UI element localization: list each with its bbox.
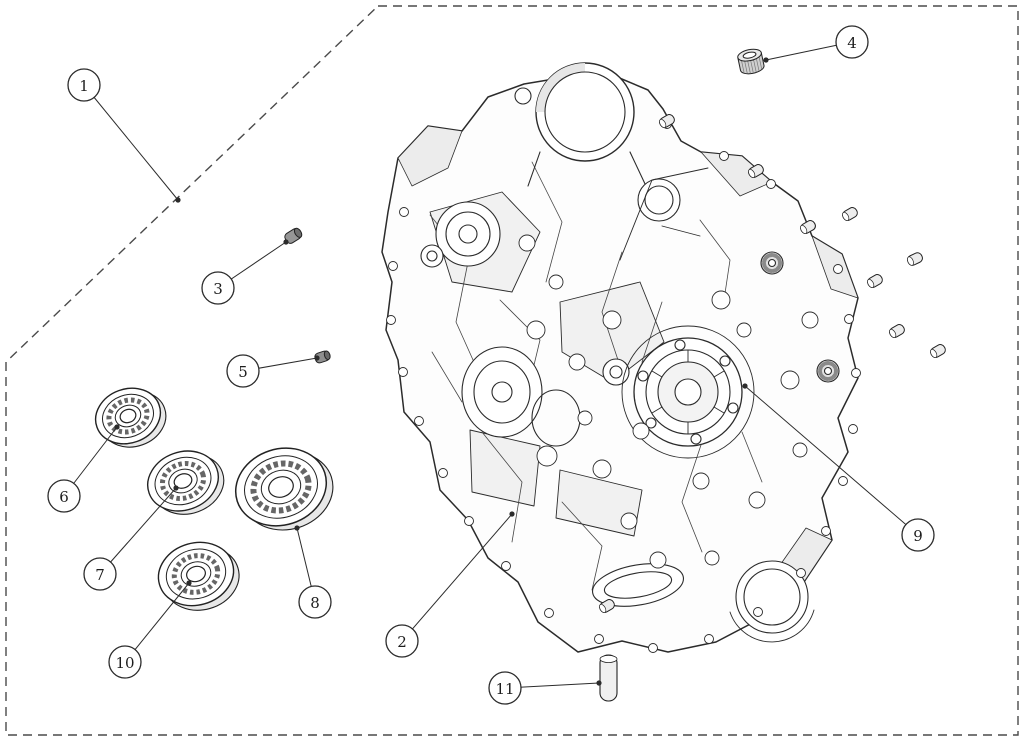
callout-8: 8: [294, 525, 332, 619]
callout-4: 4: [763, 25, 869, 63]
knurled-plug: [816, 359, 840, 383]
left-middle-bore: [461, 346, 630, 447]
callout-bubble: [108, 645, 142, 679]
callout-bubble: [488, 671, 522, 705]
leader-dot: [509, 511, 515, 517]
housing-facets: [397, 125, 859, 589]
bottom-right-opening: [729, 560, 815, 643]
callout-7: 7: [83, 485, 179, 591]
upper-right-bracket: [619, 167, 709, 261]
callout-number: 10: [115, 654, 134, 672]
callout-number: 2: [397, 633, 407, 651]
dashed-border: [5, 5, 1019, 736]
callout-bubble: [201, 271, 235, 305]
callout-bubble: [835, 25, 869, 59]
top-cylinder-bore: [514, 62, 647, 187]
leader-dot: [114, 424, 120, 430]
callout-number: 9: [913, 527, 923, 545]
leader-line: [401, 513, 513, 642]
callout-bubble: [47, 479, 81, 513]
bottom-oval-opening: [592, 563, 684, 607]
bearing-part-10: [157, 541, 240, 611]
bearing-part-7: [147, 450, 225, 515]
bearing-part-6: [94, 387, 167, 448]
leader-line: [83, 84, 179, 201]
callout-number: 6: [59, 488, 69, 506]
callout-number: 5: [238, 363, 248, 381]
callout-10: 10: [108, 580, 192, 679]
bolt-part-3: [284, 227, 303, 244]
dowel-pins: [599, 114, 946, 614]
callout-1: 1: [67, 68, 181, 203]
leader-dot: [294, 525, 300, 531]
crankcase-housing-drawing: [381, 62, 861, 653]
bearing-part-8: [234, 447, 334, 531]
leader-dot: [763, 57, 769, 63]
callout-number: 1: [79, 77, 89, 95]
leader-dot: [175, 197, 181, 203]
callout-3: 3: [201, 239, 289, 305]
leader-dot: [173, 485, 179, 491]
leader-dot: [314, 355, 320, 361]
callout-number: 4: [847, 34, 857, 52]
callout-number: 8: [310, 594, 320, 612]
leader-dot: [186, 580, 192, 586]
knurled-plug: [760, 251, 784, 275]
detail-holes: [518, 234, 819, 569]
callout-9: 9: [742, 383, 935, 552]
leader-dot: [283, 239, 289, 245]
leader-dot: [596, 680, 602, 686]
callout-2: 2: [385, 511, 515, 658]
upper-left-bore: [420, 201, 501, 268]
central-main-bore: [621, 325, 755, 459]
callout-6: 6: [47, 424, 120, 513]
callout-11: 11: [488, 671, 602, 705]
callout-number: 11: [495, 680, 514, 698]
leader-line: [124, 582, 190, 663]
needle-bushing-part-4: [737, 48, 765, 75]
callout-number: 7: [95, 566, 105, 584]
leader-line: [744, 385, 919, 536]
callout-layer: 1 2 3 4 5 6 7 8 9 10 11: [47, 25, 935, 705]
callout-bubble: [67, 68, 101, 102]
callout-bubble: [901, 518, 935, 552]
callout-bubble: [385, 624, 419, 658]
callout-bubble: [226, 354, 260, 388]
callout-5: 5: [226, 354, 320, 388]
callout-bubble: [83, 557, 117, 591]
leader-line: [99, 487, 177, 575]
pin-part-11: [599, 654, 618, 702]
callout-number: 3: [213, 280, 223, 298]
leader-dot: [742, 383, 748, 389]
callout-bubble: [298, 585, 332, 619]
